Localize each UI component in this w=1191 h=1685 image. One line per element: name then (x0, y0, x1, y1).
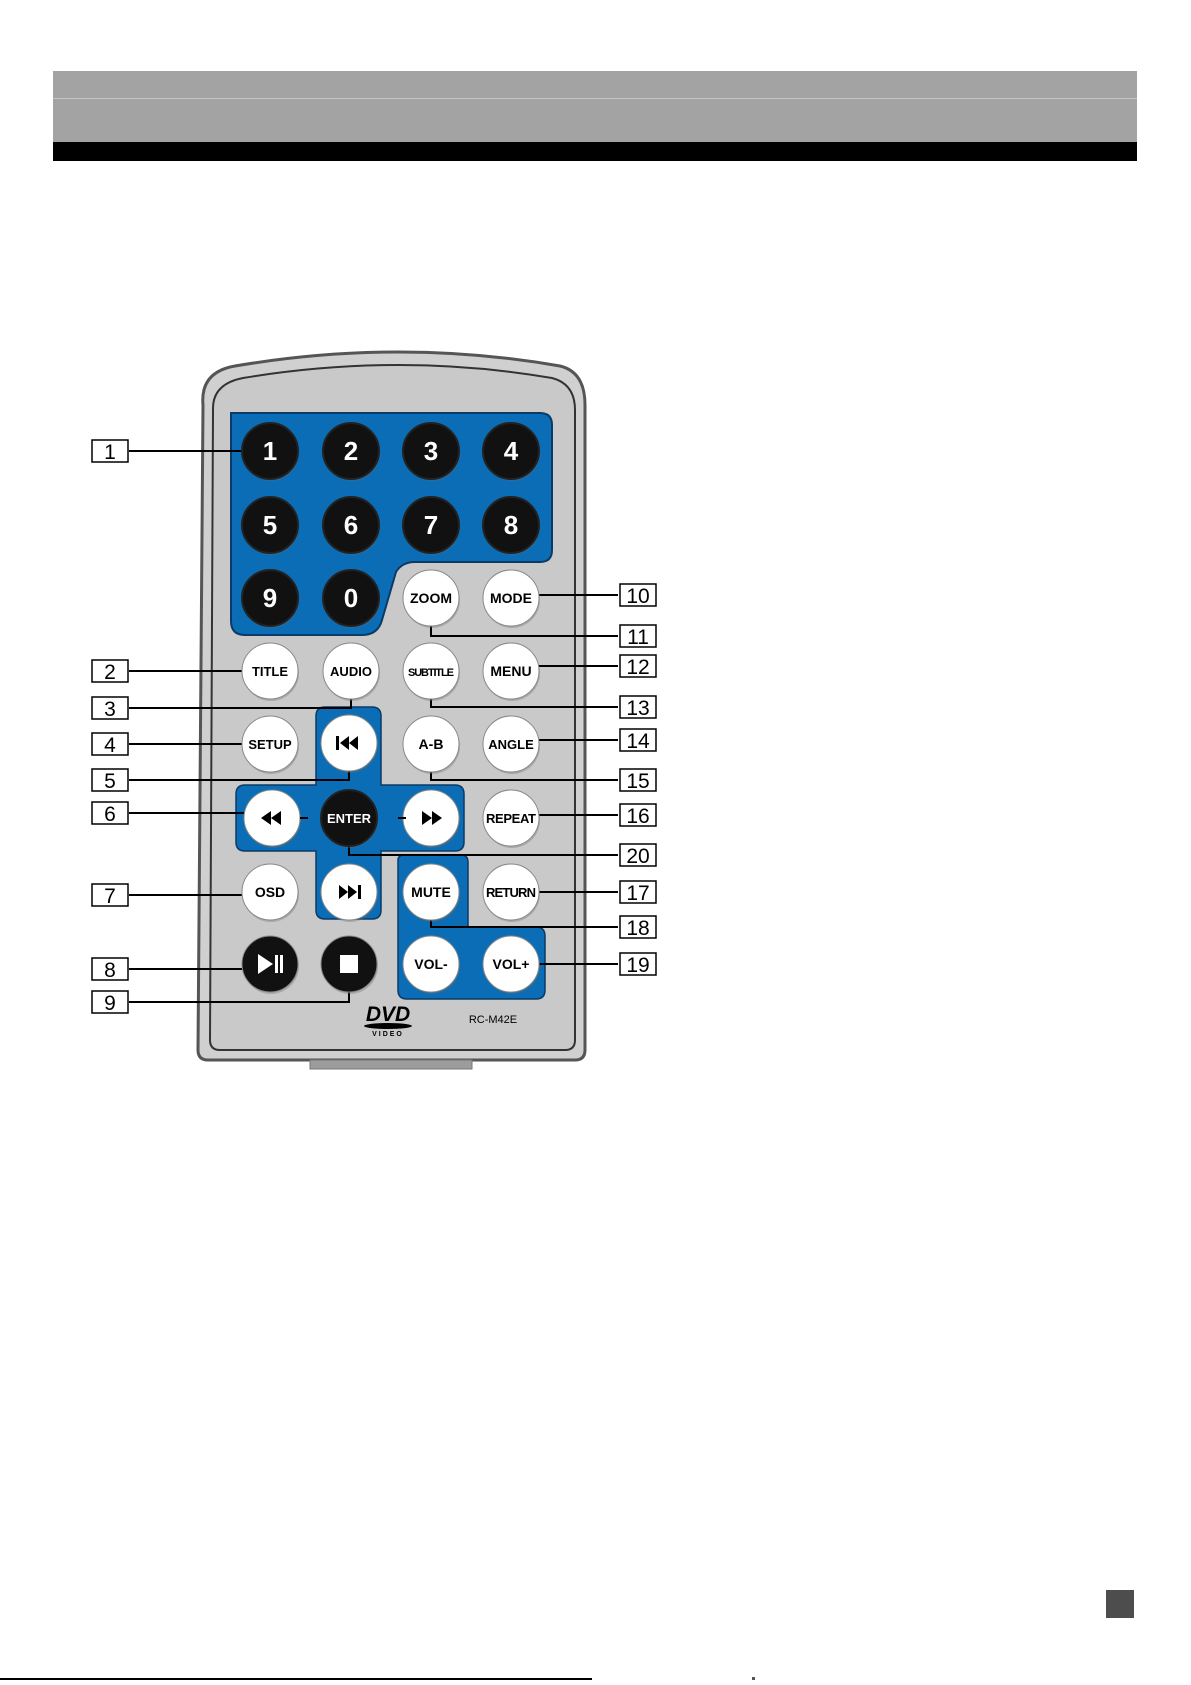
mode-label: MODE (490, 590, 532, 606)
btn-1-button[interactable]: 1 (242, 423, 299, 481)
enter-button[interactable]: ENTER (321, 790, 378, 848)
callout-10: 10 (620, 584, 656, 608)
callout-number: 17 (626, 882, 649, 905)
callout-number: 12 (626, 656, 649, 679)
callout-5: 5 (92, 769, 128, 793)
dvd-logo-disc (364, 1023, 412, 1029)
callout-13: 13 (620, 696, 656, 720)
btn-9-label: 9 (263, 583, 277, 613)
btn-1-label: 1 (263, 436, 277, 466)
btn-0-label: 0 (344, 583, 358, 613)
callout-number: 14 (626, 730, 650, 753)
callout-17: 17 (620, 881, 656, 905)
callout-number: 7 (104, 885, 116, 908)
callout-number: 19 (626, 954, 649, 977)
dvd-logo: DVD (366, 1003, 410, 1026)
callout-1: 1 (92, 440, 128, 464)
callout-8: 8 (92, 958, 128, 982)
dvd-logo-subtitle: VIDEO (372, 1031, 404, 1038)
callout-number: 5 (104, 770, 116, 793)
btn-2-label: 2 (344, 436, 358, 466)
repeat-label: REPEAT (486, 811, 536, 826)
callout-16: 16 (620, 804, 656, 828)
callout-2: 2 (92, 660, 128, 684)
callout-number: 11 (627, 626, 649, 649)
callout-7: 7 (92, 884, 128, 908)
btn-4-label: 4 (504, 436, 519, 466)
enter-label: ENTER (327, 811, 372, 826)
dpad-connector-mark (398, 817, 406, 819)
callout-19: 19 (620, 953, 656, 977)
callout-number: 3 (104, 698, 116, 721)
osd-label: OSD (255, 884, 285, 900)
model-number: RC-M42E (469, 1014, 517, 1026)
callout-15: 15 (620, 769, 656, 793)
btn-3-label: 3 (424, 436, 438, 466)
callout-number: 4 (104, 734, 116, 757)
callout-6: 6 (92, 802, 128, 826)
callout-number: 16 (626, 805, 649, 828)
btn-5-label: 5 (263, 510, 277, 540)
btn-8-button[interactable]: 8 (483, 497, 540, 555)
setup-label: SETUP (248, 737, 292, 752)
callout-number: 13 (626, 697, 649, 720)
callout-4: 4 (92, 733, 128, 757)
zoom-label: ZOOM (410, 590, 452, 606)
subtitle-label: SUBTITLE (408, 667, 454, 679)
audio-label: AUDIO (330, 664, 372, 679)
volminus-label: VOL- (414, 956, 448, 972)
btn-6-label: 6 (344, 510, 358, 540)
callout-20: 20 (620, 844, 656, 868)
callout-12: 12 (620, 655, 656, 679)
footer-dot (752, 1677, 755, 1680)
callout-11: 11 (620, 625, 656, 649)
callout-number: 18 (626, 917, 649, 940)
ab-label: A-B (419, 736, 444, 752)
btn-7-label: 7 (424, 510, 438, 540)
stop-icon (340, 955, 358, 973)
btn-5-button[interactable]: 5 (242, 497, 299, 555)
btn-3-button[interactable]: 3 (403, 423, 460, 481)
callout-number: 9 (104, 992, 116, 1015)
dpad-connector-mark (300, 817, 308, 819)
callout-18: 18 (620, 916, 656, 940)
title-label: TITLE (252, 664, 288, 679)
callout-number: 1 (104, 441, 116, 464)
page-marker (1106, 1590, 1134, 1618)
callout-9: 9 (92, 991, 128, 1015)
btn-2-button[interactable]: 2 (323, 423, 380, 481)
callout-number: 8 (104, 959, 116, 982)
callout-number: 6 (104, 803, 116, 826)
angle-label: ANGLE (488, 737, 534, 752)
footer-rule (0, 1678, 592, 1680)
btn-4-button[interactable]: 4 (483, 423, 540, 481)
btn-7-button[interactable]: 7 (403, 497, 460, 555)
btn-6-button[interactable]: 6 (323, 497, 380, 555)
return-label: RETURN (486, 885, 536, 900)
btn-9-button[interactable]: 9 (242, 570, 299, 628)
volplus-label: VOL+ (493, 956, 530, 972)
menu-label: MENU (490, 663, 531, 679)
btn-8-label: 8 (504, 510, 518, 540)
mute-label: MUTE (411, 884, 451, 900)
callout-number: 20 (626, 845, 649, 868)
callout-3: 3 (92, 697, 128, 721)
callout-14: 14 (620, 729, 656, 753)
callout-number: 2 (104, 661, 116, 684)
btn-0-button[interactable]: 0 (323, 570, 380, 628)
callout-number: 15 (626, 770, 649, 793)
callout-number: 10 (626, 585, 649, 608)
